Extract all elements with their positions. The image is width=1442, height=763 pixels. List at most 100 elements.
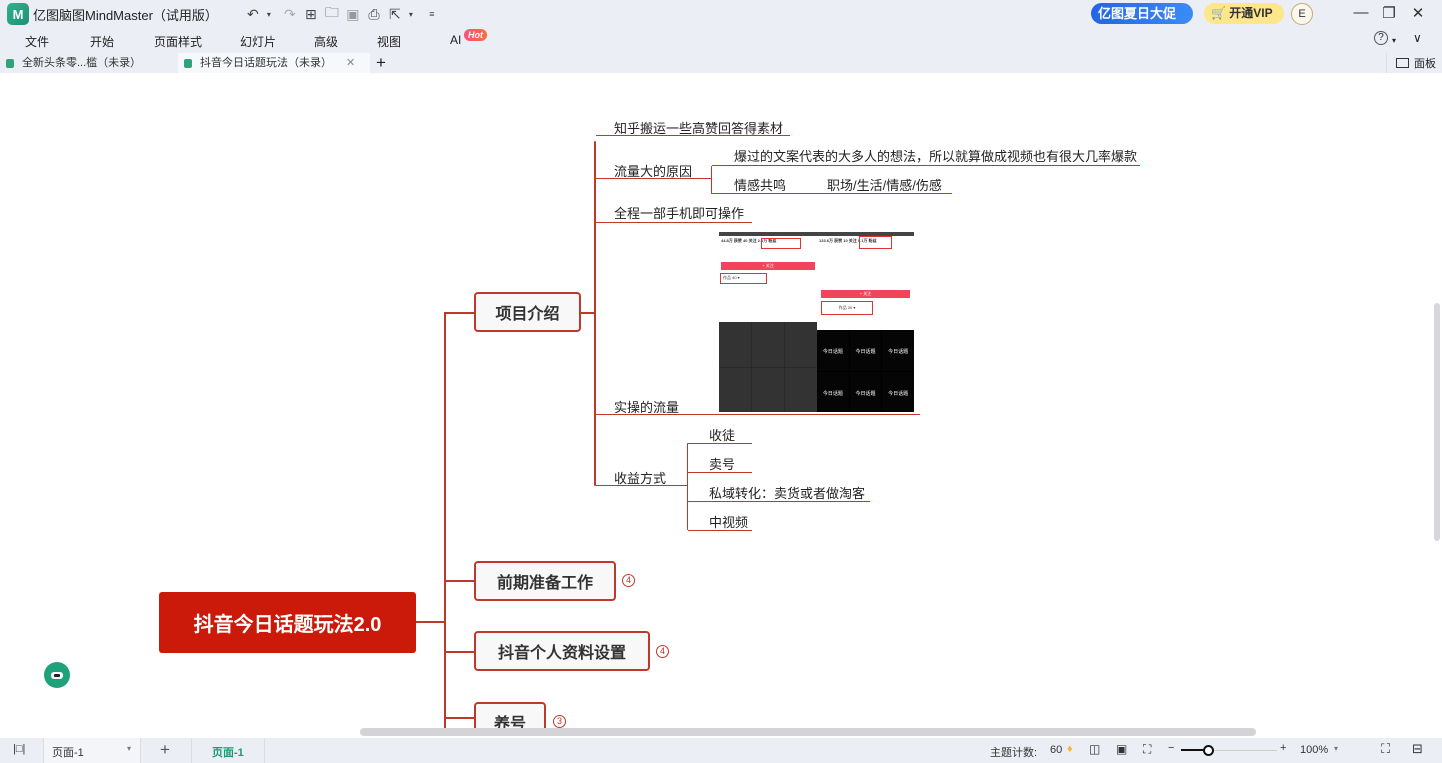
zoom-slider[interactable] [1181,745,1277,756]
subtopic[interactable]: 流量大的原因 [614,164,693,179]
book-view-icon[interactable]: ◫ [1089,742,1101,756]
restore-button[interactable]: ❐ [1382,5,1396,22]
zoom-dropdown-icon[interactable]: ▾ [1334,744,1339,753]
tab-document-2[interactable]: 抖音今日话题玩法（未录） ✕ [178,53,370,73]
open-folder-icon[interactable]: 🗀 [324,4,339,20]
follow-button-image: + 关注 [721,262,815,270]
zoom-slider-handle[interactable] [1203,745,1214,756]
subtopic[interactable]: 全程一部手机即可操作 [614,206,745,221]
embedded-screenshot-image[interactable]: 44.8万 获赞 40 关注 2.0万 粉丝 + 关注 作品 40 ▾ 133.… [719,232,914,412]
highlight-box [761,238,801,249]
topic-profile-settings[interactable]: 抖音个人资料设置 [474,631,650,671]
topic-account-nurturing[interactable]: 养号 [474,702,546,728]
help-icon[interactable]: ? [1374,31,1388,45]
avatar[interactable]: E [1291,3,1313,25]
menu-ai[interactable]: AI [450,33,462,47]
fit-screen-icon[interactable]: ⛶ [1143,742,1152,756]
collapsed-count-badge[interactable]: 4 [622,574,635,587]
subtopic[interactable]: 收徒 [709,428,736,443]
promo-button[interactable]: 亿图夏日大促 [1091,3,1193,24]
tab-label: 抖音今日话题玩法（未录） [200,57,332,69]
menu-file[interactable]: 文件 [25,35,50,49]
topic-count-value: 60 [1050,744,1063,756]
connector [687,443,688,530]
zoom-in-button[interactable]: + [1280,742,1287,754]
tile-text: 今日话题 [817,330,849,371]
vip-label: 开通VIP [1229,6,1273,20]
help-dropdown-icon[interactable]: ▾ [1392,36,1397,45]
subtopic[interactable]: 实操的流量 [614,400,680,415]
zoom-out-button[interactable]: − [1168,742,1175,754]
vertical-scrollbar[interactable] [1434,303,1440,541]
new-icon[interactable]: ⊞ [305,5,317,22]
close-tab-icon[interactable]: ✕ [346,57,356,69]
connector [444,313,446,728]
connector [581,312,595,314]
subtopic[interactable]: 情感共鸣 [734,178,787,193]
connector [711,166,712,194]
stats-text: 133.6万 获赞 10 关注 9.1万 粉丝 [819,238,877,243]
redo-icon[interactable]: ↷ [284,5,296,22]
connector [444,580,474,582]
topic-count-label: 主题计数: [990,747,1038,759]
quick-access-toolbar: ↶ ▾ ↷ ⊞ 🗀 ▣ ⎙ ⇱ ▾ ≡ [246,2,439,26]
root-topic[interactable]: 抖音今日话题玩法2.0 [159,592,416,653]
connector [444,717,474,719]
ai-assistant-icon[interactable] [44,662,70,688]
vip-button[interactable]: 🛒 开通VIP [1204,3,1284,24]
menu-slides[interactable]: 幻灯片 [240,35,277,49]
mindmap-canvas[interactable]: 抖音今日话题玩法2.0 项目介绍 前期准备工作 4 抖音个人资料设置 4 养号 … [0,73,1442,728]
menu-bar: 文件 开始 页面样式 幻灯片 高级 视图 AI Hot ? ▾ ∨ [0,28,1442,53]
panel-button[interactable]: 面板 [1386,53,1436,73]
zoom-level[interactable]: 100% [1300,744,1329,756]
subtopic[interactable]: 收益方式 [614,471,667,486]
connector [596,178,712,179]
collapsed-count-badge[interactable]: 4 [656,645,669,658]
highlight-box [859,236,892,249]
tab-label: 全新头条零...槛（未录） [22,57,142,69]
works-tab-image: 作品 20 ▾ [821,301,873,315]
menu-start[interactable]: 开始 [90,35,115,49]
print-icon[interactable]: ⎙ [368,5,380,22]
undo-dropdown-icon[interactable]: ▾ [266,9,271,19]
horizontal-scrollbar[interactable] [360,728,1256,736]
save-icon[interactable]: ▣ [346,5,360,22]
topic-preparation[interactable]: 前期准备工作 [474,561,616,601]
page-panel-toggle-icon[interactable]: |□| [13,743,26,755]
menu-view[interactable]: 视图 [377,35,402,49]
connector [688,443,752,444]
undo-icon[interactable]: ↶ [247,5,259,22]
minimize-button[interactable]: — [1353,4,1369,21]
export-dropdown-icon[interactable]: ▾ [408,9,413,19]
menu-advanced[interactable]: 高级 [314,35,339,49]
tile-text: 今日话题 [882,371,914,412]
topic-project-intro[interactable]: 项目介绍 [474,292,581,332]
subtopic[interactable]: 中视频 [709,515,749,530]
connector [688,501,870,502]
split-view-icon[interactable]: ⊟ [1412,741,1423,756]
panel-label: 面板 [1414,58,1436,70]
subtopic[interactable]: 私域转化：卖货或者做淘客 [709,486,866,501]
connector [688,530,752,531]
connector [596,485,688,486]
active-page-tab[interactable]: 页面-1 [212,747,244,759]
cart-icon: 🛒 [1211,6,1226,20]
fit-page-icon[interactable]: ▣ [1116,742,1128,756]
fullscreen-icon[interactable]: ⛶ [1381,741,1391,756]
stats-text: 44.8万 获赞 40 关注 2.0万 粉丝 [721,238,777,243]
new-tab-button[interactable]: + [376,53,386,72]
add-page-button[interactable]: + [160,740,170,759]
subtopic[interactable]: 卖号 [709,457,736,472]
tab-document-1[interactable]: 全新头条零...槛（未录） [0,53,175,73]
customize-icon[interactable]: ≡ [429,9,435,19]
subtopic[interactable]: 知乎搬运一些高赞回答得素材 [614,121,784,136]
export-icon[interactable]: ⇱ [389,5,401,22]
connector [444,312,474,314]
subtopic[interactable]: 爆过的文案代表的大多人的想法，所以就算做成视频也有很大几率爆款 [734,149,1138,164]
page-selector[interactable]: 页面-1 ▾ [43,738,141,763]
menu-page-style[interactable]: 页面样式 [154,35,203,49]
close-button[interactable]: ✕ [1411,5,1425,22]
collapse-ribbon-icon[interactable]: ∨ [1413,31,1422,45]
collapsed-count-badge[interactable]: 3 [553,715,566,728]
subtopic[interactable]: 职场/生活/情感/伤感 [827,178,942,193]
